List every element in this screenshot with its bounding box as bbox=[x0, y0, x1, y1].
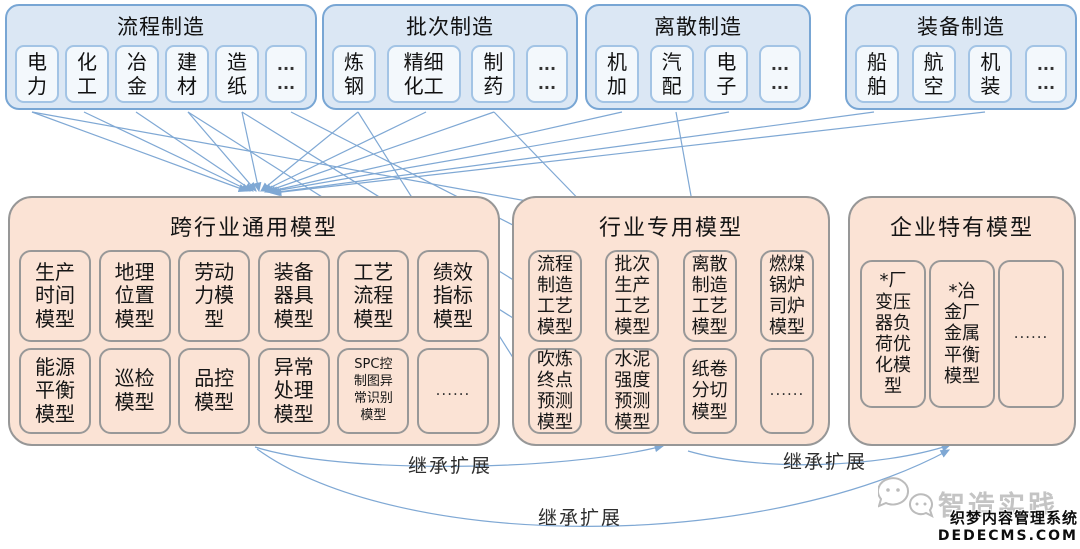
model-item: 品控 模型 bbox=[178, 348, 251, 434]
model-item: 绩效 指标 模型 bbox=[416, 250, 489, 342]
industry-item: 制 药 bbox=[471, 45, 516, 103]
model-item: 吹炼 终点 预测 模型 bbox=[528, 348, 582, 434]
category-box-equipment: 装备制造 船 舶 航 空 机 装 ... ... bbox=[845, 4, 1077, 110]
industry-item: 炼 钢 bbox=[332, 45, 376, 103]
industry-item: 汽 配 bbox=[649, 45, 694, 103]
logo-text: 智造实践 bbox=[938, 491, 1058, 522]
industry-item: 电 子 bbox=[704, 45, 749, 103]
industry-item: 机 加 bbox=[595, 45, 639, 103]
model-box-title: 跨行业通用模型 bbox=[169, 216, 338, 241]
category-items: 炼 钢 精细 化工 制 药 ... ... bbox=[332, 45, 568, 103]
inherit-extend-label: 继承扩展 bbox=[783, 451, 868, 473]
industry-item: 船 舶 bbox=[855, 45, 899, 103]
model-item: SPC控 制图异 常识别 模型 bbox=[337, 348, 410, 434]
category-title: 离散制造 bbox=[654, 15, 742, 39]
model-box-cross-industry: 跨行业通用模型 生产 时间 模型 地理 位置 模型 劳动 力模 型 装备 器具 … bbox=[8, 196, 500, 446]
model-box-title: 企业特有模型 bbox=[889, 216, 1034, 241]
category-items: 机 加 汽 配 电 子 ... ... bbox=[595, 45, 801, 103]
model-item: *厂 变压 器负 荷优 化模 型 bbox=[860, 260, 926, 408]
inherit-extend-label: 继承扩展 bbox=[408, 455, 493, 477]
category-items: 船 舶 航 空 机 装 ... ... bbox=[855, 45, 1067, 103]
model-box-industry-specific: 行业专用模型 流程 制造 工艺 模型 批次 生产 工艺 模型 离散 制造 工艺 … bbox=[512, 196, 830, 446]
model-item: 水泥 强度 预测 模型 bbox=[605, 348, 660, 434]
watermark-line2: DEDECMS.COM bbox=[937, 528, 1078, 544]
industry-item-more: ... ... bbox=[265, 45, 307, 103]
model-item: 纸卷 分切 模型 bbox=[682, 348, 737, 434]
model-item: 巡检 模型 bbox=[98, 348, 171, 434]
category-box-discrete: 离散制造 机 加 汽 配 电 子 ... ... bbox=[585, 4, 811, 110]
model-item: 离散 制造 工艺 模型 bbox=[682, 250, 737, 342]
model-item: 燃煤 锅炉 司炉 模型 bbox=[759, 250, 814, 342]
industry-item: 冶 金 bbox=[115, 45, 159, 103]
model-item: 装备 器具 模型 bbox=[257, 250, 330, 342]
model-item: 工艺 流程 模型 bbox=[337, 250, 410, 342]
model-item: 能源 平衡 模型 bbox=[19, 348, 91, 434]
category-title: 流程制造 bbox=[117, 15, 205, 39]
model-item: *冶 金厂 金属 平衡 模型 bbox=[929, 260, 995, 408]
watermark: 织梦内容管理系统 DEDECMS.COM bbox=[938, 507, 1078, 544]
model-row: 生产 时间 模型 地理 位置 模型 劳动 力模 型 装备 器具 模型 工艺 流程… bbox=[19, 250, 489, 342]
industry-item: 电 力 bbox=[15, 45, 59, 103]
category-items: 电 力 化 工 冶 金 建 材 造 纸 ... ... bbox=[15, 45, 307, 103]
industry-item: 精细 化工 bbox=[386, 45, 461, 103]
model-row: 吹炼 终点 预测 模型 水泥 强度 预测 模型 纸卷 分切 模型 ...... bbox=[528, 348, 814, 434]
model-item: 生产 时间 模型 bbox=[19, 250, 91, 342]
model-row: 流程 制造 工艺 模型 批次 生产 工艺 模型 离散 制造 工艺 模型 燃煤 锅… bbox=[528, 250, 814, 342]
category-box-batch: 批次制造 炼 钢 精细 化工 制 药 ... ... bbox=[322, 4, 578, 110]
industry-item: 建 材 bbox=[165, 45, 209, 103]
model-item: 异常 处理 模型 bbox=[257, 348, 330, 434]
model-row: *厂 变压 器负 荷优 化模 型 *冶 金厂 金属 平衡 模型 ...... bbox=[860, 260, 1064, 408]
watermark-line1: 织梦内容管理系统 bbox=[949, 509, 1078, 527]
category-title: 装备制造 bbox=[917, 15, 1005, 39]
industry-item: 机 装 bbox=[968, 45, 1013, 103]
category-title: 批次制造 bbox=[406, 15, 494, 39]
industry-item: 化 工 bbox=[65, 45, 109, 103]
industry-item: 航 空 bbox=[911, 45, 956, 103]
model-item: 流程 制造 工艺 模型 bbox=[528, 250, 582, 342]
wechat-icon bbox=[878, 477, 934, 518]
model-item: 地理 位置 模型 bbox=[98, 250, 171, 342]
model-row: 能源 平衡 模型 巡检 模型 品控 模型 异常 处理 模型 SPC控 制图异 常… bbox=[19, 348, 489, 434]
model-box-title: 行业专用模型 bbox=[598, 216, 743, 241]
industry-item-more: ... ... bbox=[1024, 45, 1067, 103]
model-box-enterprise: 企业特有模型 *厂 变压 器负 荷优 化模 型 *冶 金厂 金属 平衡 模型 .… bbox=[848, 196, 1076, 446]
model-item: 批次 生产 工艺 模型 bbox=[605, 250, 660, 342]
model-item-more: ...... bbox=[416, 348, 489, 434]
model-item-more: ...... bbox=[998, 260, 1064, 408]
industry-item-more: ... ... bbox=[525, 45, 568, 103]
category-box-process: 流程制造 电 力 化 工 冶 金 建 材 造 纸 ... ... bbox=[5, 4, 317, 110]
industry-item: 造 纸 bbox=[215, 45, 259, 103]
inherit-extend-label: 继承扩展 bbox=[538, 507, 623, 529]
industry-item-more: ... ... bbox=[758, 45, 801, 103]
model-item-more: ...... bbox=[759, 348, 814, 434]
model-item: 劳动 力模 型 bbox=[178, 250, 251, 342]
